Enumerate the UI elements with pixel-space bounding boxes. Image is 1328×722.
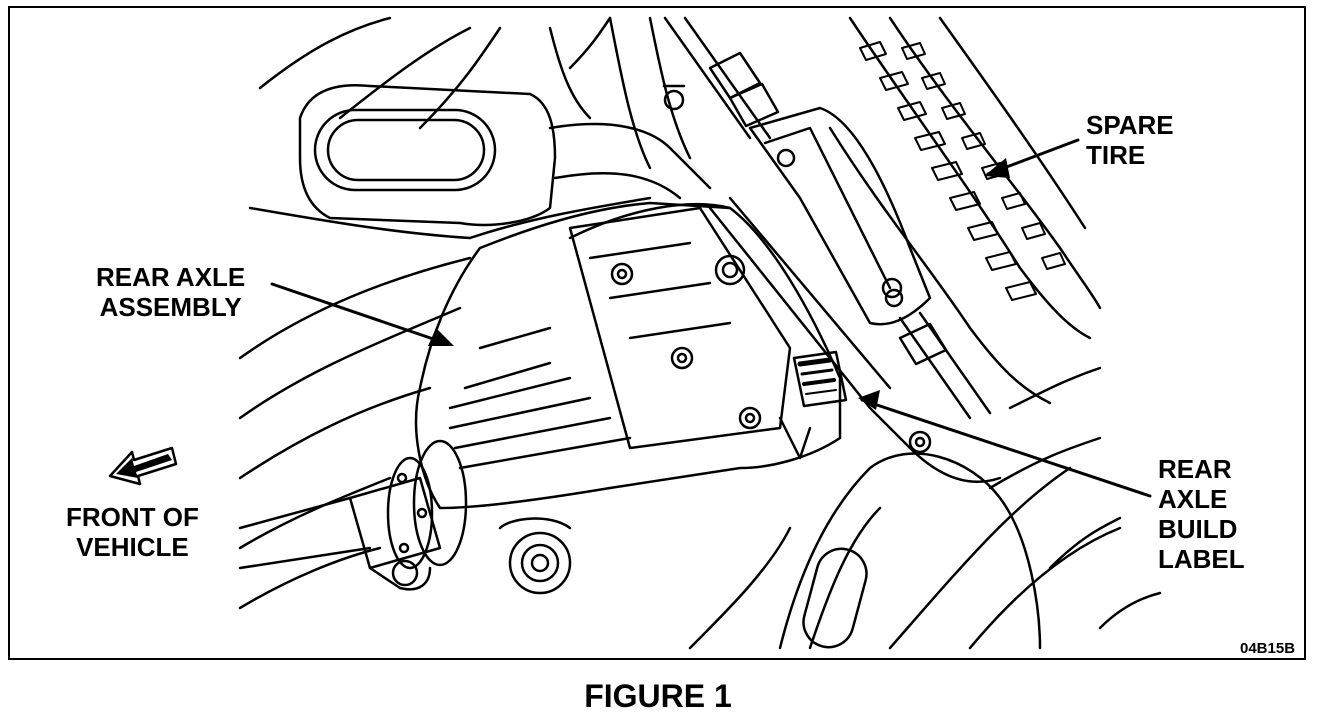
spare-tire-callout-line2: TIRE — [1086, 140, 1146, 170]
axle-illustration — [108, 16, 1162, 650]
axle-tube-drawing — [238, 439, 572, 595]
build-label-callout-line3: BUILD — [1158, 514, 1238, 544]
figure-frame: SPARE TIRE REAR AXLE ASSEMBLY FRONT OF V… — [8, 6, 1306, 660]
figure-code: 04B15B — [1240, 640, 1296, 657]
differential-drawing — [414, 201, 904, 510]
rear-axle-assembly-callout-line2: ASSEMBLY — [99, 292, 242, 322]
arrowheads — [428, 158, 1010, 410]
rear-axle-build-label-callout: REAR AXLE BUILD LABEL — [1158, 454, 1245, 574]
figure-caption: FIGURE 1 — [584, 678, 732, 714]
front-of-vehicle-callout: FRONT OF VEHICLE — [66, 502, 199, 562]
cable-drawing — [662, 16, 992, 420]
build-label-callout-line2: AXLE — [1158, 484, 1228, 514]
front-of-vehicle-callout-line1: FRONT OF — [66, 502, 199, 532]
front-direction-arrow — [108, 446, 178, 486]
background-contours — [238, 16, 1162, 650]
build-label-callout-line4: LABEL — [1158, 544, 1245, 574]
build-label-callout-line1: REAR — [1158, 454, 1232, 484]
spare-tire-callout-line1: SPARE — [1086, 110, 1174, 140]
front-of-vehicle-callout-line2: VEHICLE — [76, 532, 189, 562]
rear-axle-assembly-callout: REAR AXLE ASSEMBLY — [96, 262, 245, 322]
frame-rail-drawing — [708, 106, 1002, 483]
control-arm-drawing — [778, 452, 1042, 650]
rear-axle-assembly-callout-line1: REAR AXLE — [96, 262, 246, 292]
spare-tire-callout: SPARE TIRE — [1086, 110, 1174, 170]
spare-tire-drawing — [828, 16, 1102, 405]
crossmember-drawing — [298, 16, 732, 240]
